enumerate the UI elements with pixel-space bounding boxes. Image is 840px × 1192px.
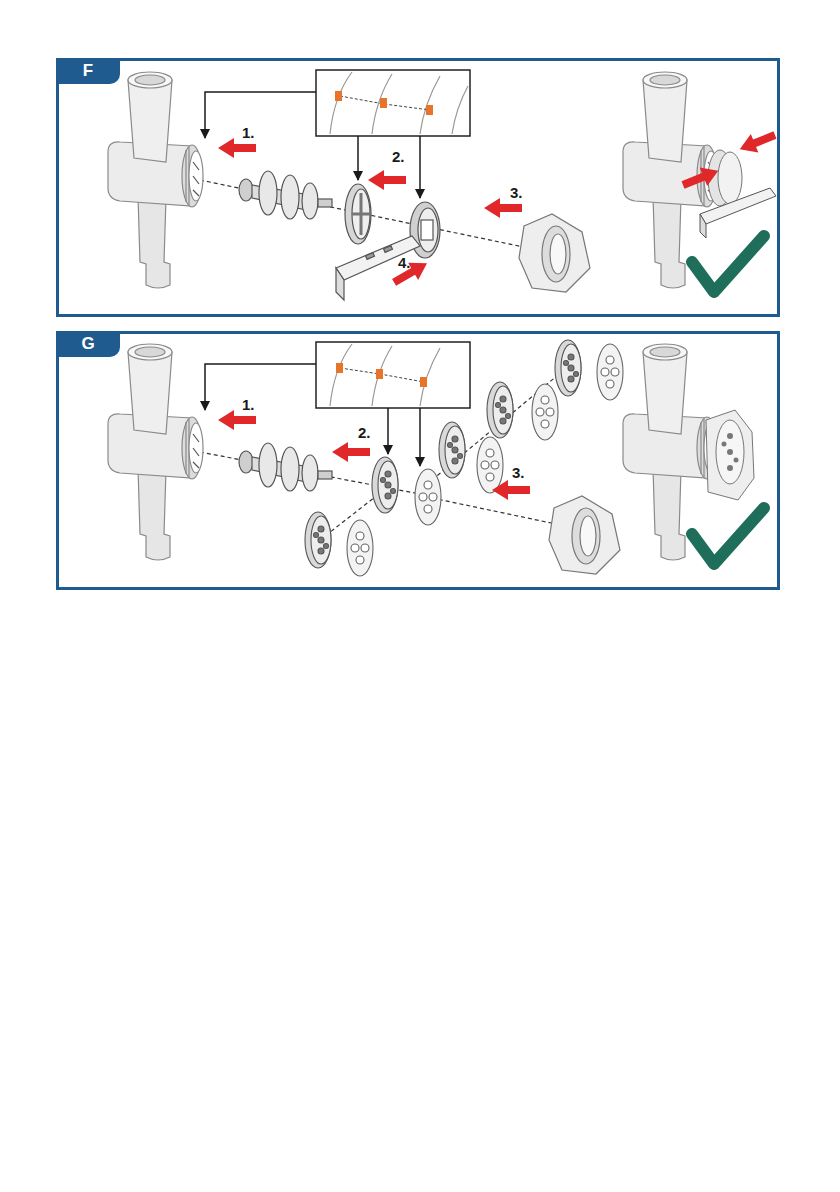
callout-number: 1.	[242, 124, 255, 141]
panel-letter: F	[83, 61, 93, 81]
panel-letter: G	[81, 334, 94, 354]
panel-tab: F	[56, 58, 120, 84]
callout-number: 2.	[358, 424, 371, 441]
panel-f-art	[108, 70, 779, 300]
callout-number: 4.	[398, 254, 411, 271]
panel-g-art	[108, 340, 764, 576]
callout-number: 2.	[392, 148, 405, 165]
callout-number: 1.	[242, 396, 255, 413]
step-panel: G	[56, 331, 780, 590]
panel-tab: G	[56, 331, 120, 357]
step-panel: F	[56, 58, 780, 317]
callout-number: 3.	[510, 184, 523, 201]
callout-number: 3.	[512, 464, 525, 481]
